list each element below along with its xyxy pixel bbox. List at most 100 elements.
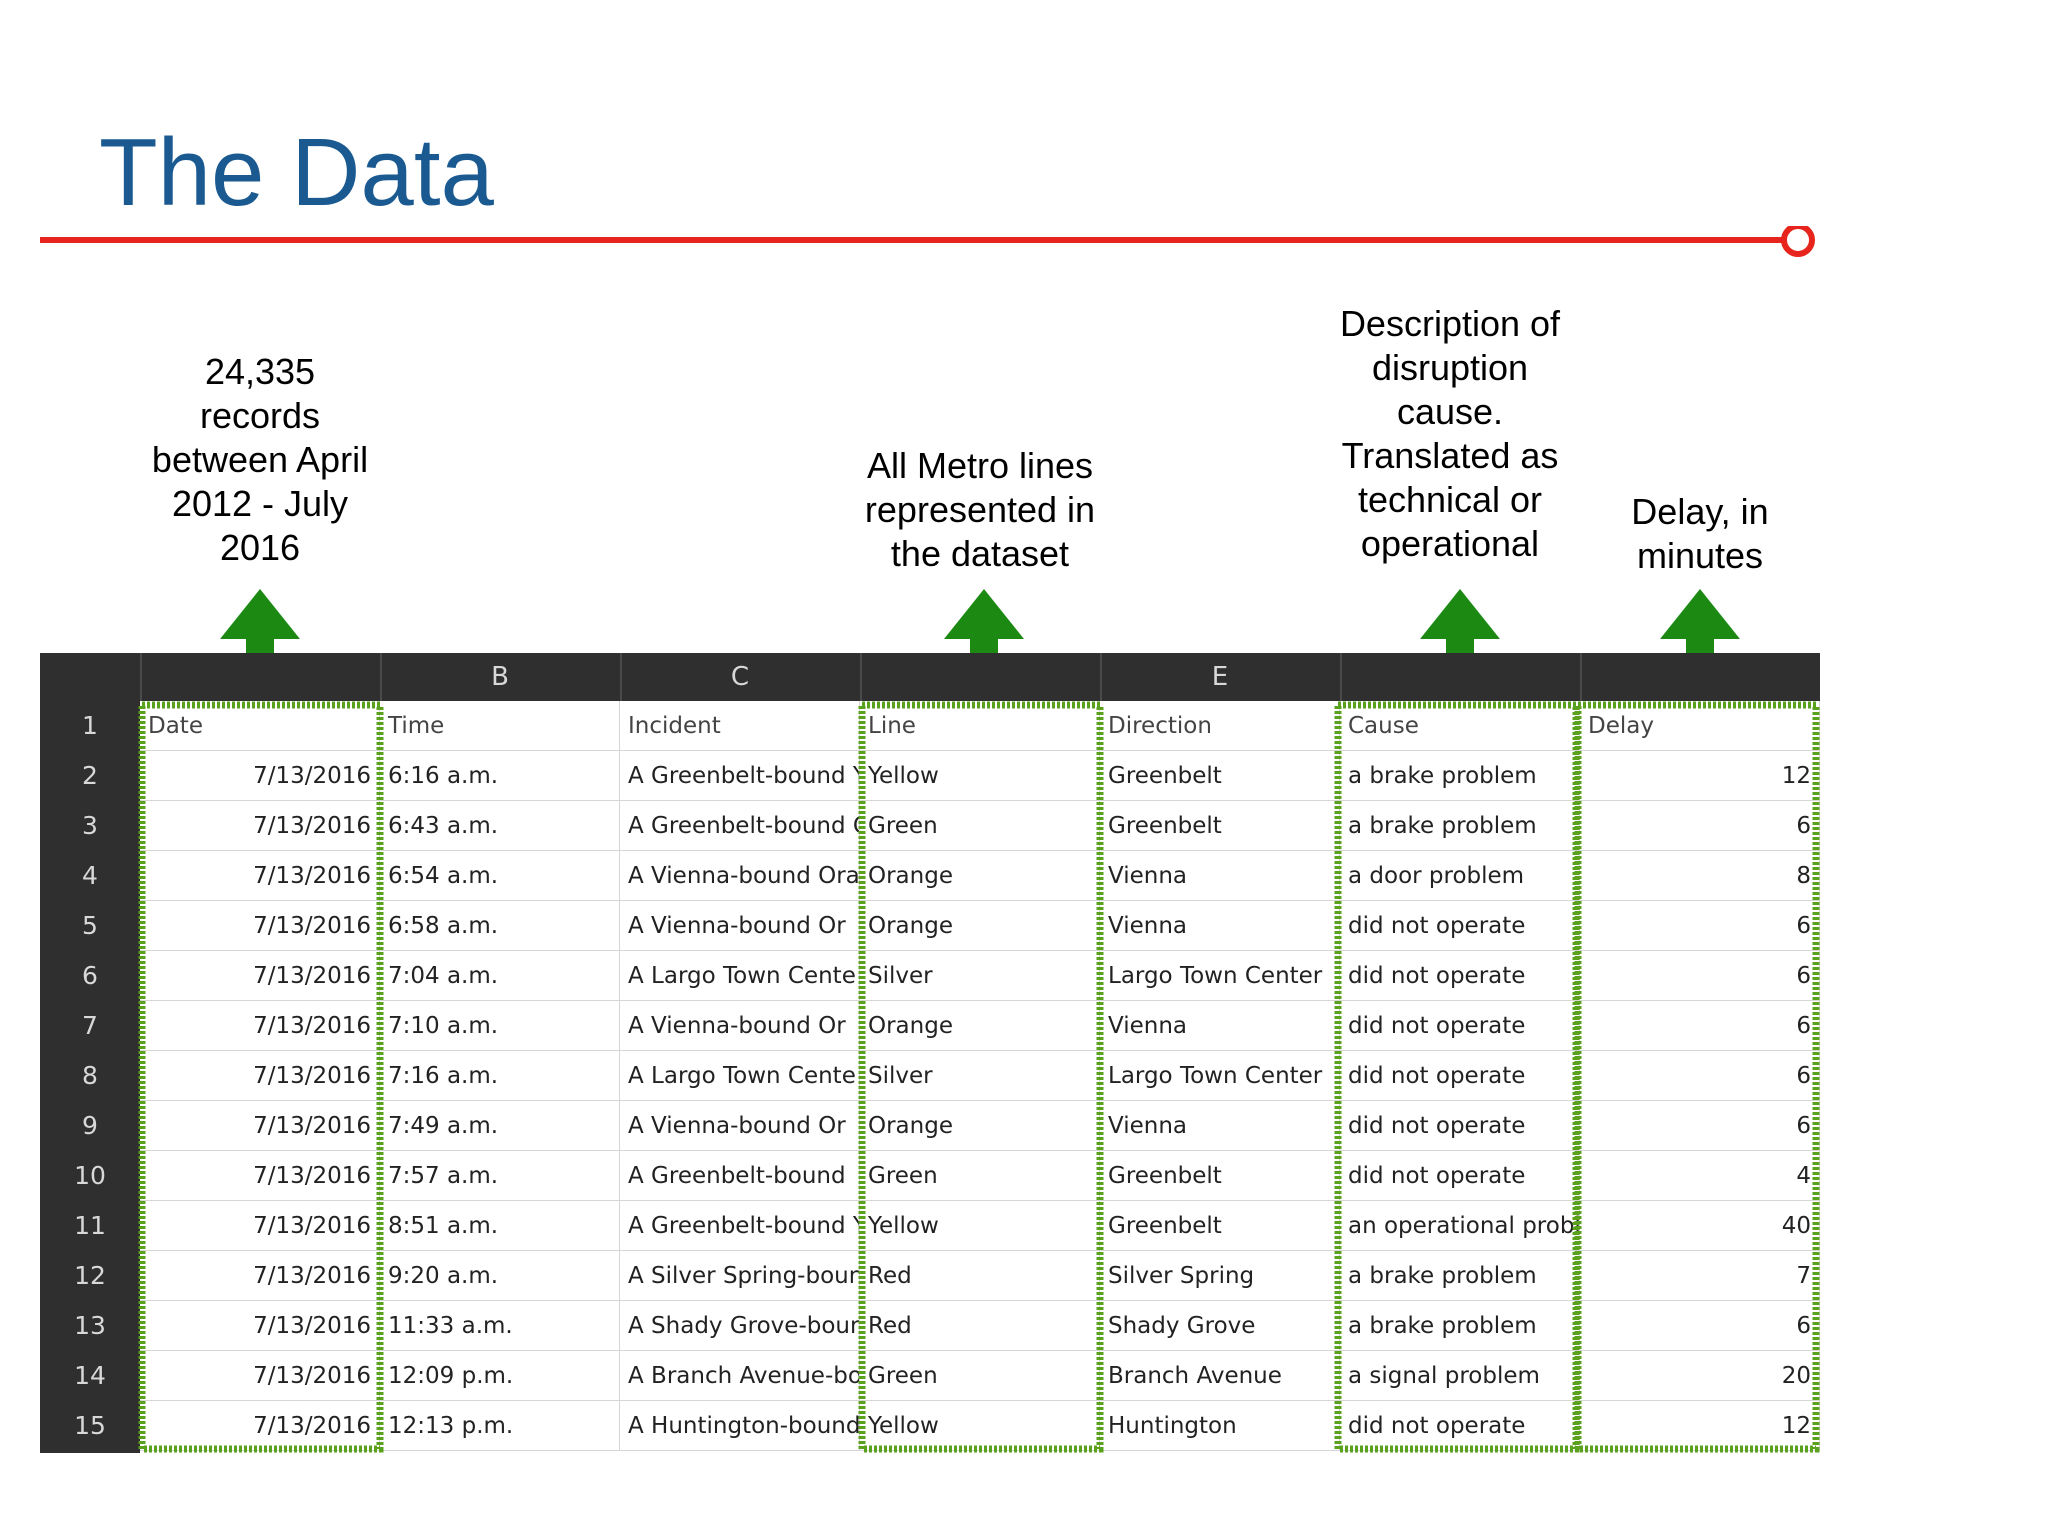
table-cell[interactable]: A Largo Town Cente: [620, 951, 860, 1001]
table-cell[interactable]: 7:04 a.m.: [380, 951, 620, 1001]
row-number[interactable]: 13: [74, 1311, 106, 1340]
table-cell[interactable]: A Vienna-bound Ora: [620, 851, 860, 901]
table-cell[interactable]: Vienna: [1100, 851, 1340, 901]
table-cell[interactable]: A Vienna-bound Or: [620, 901, 860, 951]
column-letter[interactable]: [140, 653, 380, 701]
table-cell[interactable]: A Greenbelt-bound Y: [620, 751, 860, 801]
table-cell[interactable]: Green: [860, 1151, 1100, 1201]
column-header-cell[interactable]: Date: [140, 701, 380, 751]
table-cell[interactable]: Vienna: [1100, 901, 1340, 951]
table-cell[interactable]: Yellow: [860, 751, 1100, 801]
table-cell[interactable]: 40: [1580, 1201, 1820, 1251]
column-header-cell[interactable]: Delay: [1580, 701, 1820, 751]
table-cell[interactable]: 6:43 a.m.: [380, 801, 620, 851]
row-number[interactable]: 8: [82, 1061, 98, 1090]
table-cell[interactable]: Largo Town Center: [1100, 951, 1340, 1001]
column-letter[interactable]: [1340, 653, 1580, 701]
table-cell[interactable]: Silver: [860, 1051, 1100, 1101]
table-cell[interactable]: did not operate: [1340, 1151, 1580, 1201]
table-cell[interactable]: 7:10 a.m.: [380, 1001, 620, 1051]
column-letter[interactable]: [1580, 653, 1820, 701]
row-number[interactable]: 4: [82, 861, 98, 890]
table-cell[interactable]: did not operate: [1340, 1001, 1580, 1051]
column-letter[interactable]: B: [491, 662, 509, 692]
table-cell[interactable]: did not operate: [1340, 1401, 1580, 1451]
column-header-cell[interactable]: Cause: [1340, 701, 1580, 751]
table-cell[interactable]: Yellow: [860, 1401, 1100, 1451]
column-letter[interactable]: C: [730, 662, 750, 692]
table-cell[interactable]: 8: [1580, 851, 1820, 901]
table-cell[interactable]: did not operate: [1340, 951, 1580, 1001]
table-cell[interactable]: 7/13/2016: [140, 1251, 380, 1301]
table-cell[interactable]: 7: [1580, 1251, 1820, 1301]
table-cell[interactable]: 6:16 a.m.: [380, 751, 620, 801]
table-cell[interactable]: A Vienna-bound Or: [620, 1001, 860, 1051]
row-number[interactable]: 3: [82, 811, 98, 840]
table-cell[interactable]: 7/13/2016: [140, 1351, 380, 1401]
table-cell[interactable]: a brake problem: [1340, 1301, 1580, 1351]
table-cell[interactable]: Silver: [860, 951, 1100, 1001]
table-cell[interactable]: Branch Avenue: [1100, 1351, 1340, 1401]
column-header-cell[interactable]: Line: [860, 701, 1100, 751]
table-cell[interactable]: A Shady Grove-boun: [620, 1301, 860, 1351]
table-cell[interactable]: did not operate: [1340, 1051, 1580, 1101]
row-number[interactable]: 9: [82, 1111, 98, 1140]
table-cell[interactable]: an operational probl: [1340, 1201, 1580, 1251]
table-cell[interactable]: 4: [1580, 1151, 1820, 1201]
table-cell[interactable]: A Huntington-bound: [620, 1401, 860, 1451]
table-cell[interactable]: A Greenbelt-bound: [620, 1151, 860, 1201]
row-number[interactable]: 6: [82, 961, 98, 990]
table-cell[interactable]: A Greenbelt-bound Y: [620, 1201, 860, 1251]
row-number[interactable]: 14: [74, 1361, 106, 1390]
table-cell[interactable]: Huntington: [1100, 1401, 1340, 1451]
table-cell[interactable]: 12: [1580, 1401, 1820, 1451]
table-cell[interactable]: did not operate: [1340, 901, 1580, 951]
table-cell[interactable]: a signal problem: [1340, 1351, 1580, 1401]
table-cell[interactable]: 9:20 a.m.: [380, 1251, 620, 1301]
table-cell[interactable]: 12:09 p.m.: [380, 1351, 620, 1401]
table-cell[interactable]: 6:54 a.m.: [380, 851, 620, 901]
table-cell[interactable]: Vienna: [1100, 1001, 1340, 1051]
column-header-cell[interactable]: Time: [380, 701, 620, 751]
table-cell[interactable]: 7:49 a.m.: [380, 1101, 620, 1151]
table-cell[interactable]: 6: [1580, 1001, 1820, 1051]
table-cell[interactable]: Greenbelt: [1100, 1201, 1340, 1251]
table-cell[interactable]: Greenbelt: [1100, 751, 1340, 801]
table-cell[interactable]: Largo Town Center: [1100, 1051, 1340, 1101]
row-number[interactable]: 7: [82, 1011, 98, 1040]
table-cell[interactable]: 7/13/2016: [140, 951, 380, 1001]
table-cell[interactable]: Green: [860, 1351, 1100, 1401]
table-cell[interactable]: Silver Spring: [1100, 1251, 1340, 1301]
table-cell[interactable]: 7:16 a.m.: [380, 1051, 620, 1101]
table-cell[interactable]: 7/13/2016: [140, 751, 380, 801]
table-cell[interactable]: Red: [860, 1251, 1100, 1301]
table-cell[interactable]: a door problem: [1340, 851, 1580, 901]
table-cell[interactable]: a brake problem: [1340, 1251, 1580, 1301]
column-letter[interactable]: [860, 653, 1100, 701]
table-cell[interactable]: 7/13/2016: [140, 1201, 380, 1251]
table-cell[interactable]: Orange: [860, 1001, 1100, 1051]
table-cell[interactable]: 6:58 a.m.: [380, 901, 620, 951]
table-cell[interactable]: 6: [1580, 951, 1820, 1001]
table-cell[interactable]: 7/13/2016: [140, 1051, 380, 1101]
row-number[interactable]: 1: [82, 711, 98, 740]
table-cell[interactable]: 6: [1580, 801, 1820, 851]
table-cell[interactable]: 7/13/2016: [140, 901, 380, 951]
table-cell[interactable]: 12: [1580, 751, 1820, 801]
table-cell[interactable]: A Greenbelt-bound G: [620, 801, 860, 851]
row-number[interactable]: 10: [74, 1161, 106, 1190]
table-cell[interactable]: 7:57 a.m.: [380, 1151, 620, 1201]
table-cell[interactable]: Yellow: [860, 1201, 1100, 1251]
table-cell[interactable]: 7/13/2016: [140, 1151, 380, 1201]
table-cell[interactable]: 7/13/2016: [140, 1101, 380, 1151]
table-cell[interactable]: 12:13 p.m.: [380, 1401, 620, 1451]
table-cell[interactable]: Greenbelt: [1100, 801, 1340, 851]
table-cell[interactable]: did not operate: [1340, 1101, 1580, 1151]
table-cell[interactable]: a brake problem: [1340, 751, 1580, 801]
table-cell[interactable]: 6: [1580, 1051, 1820, 1101]
column-header-cell[interactable]: Direction: [1100, 701, 1340, 751]
table-cell[interactable]: 11:33 a.m.: [380, 1301, 620, 1351]
table-cell[interactable]: Orange: [860, 851, 1100, 901]
table-cell[interactable]: Orange: [860, 901, 1100, 951]
row-number[interactable]: 5: [82, 911, 98, 940]
